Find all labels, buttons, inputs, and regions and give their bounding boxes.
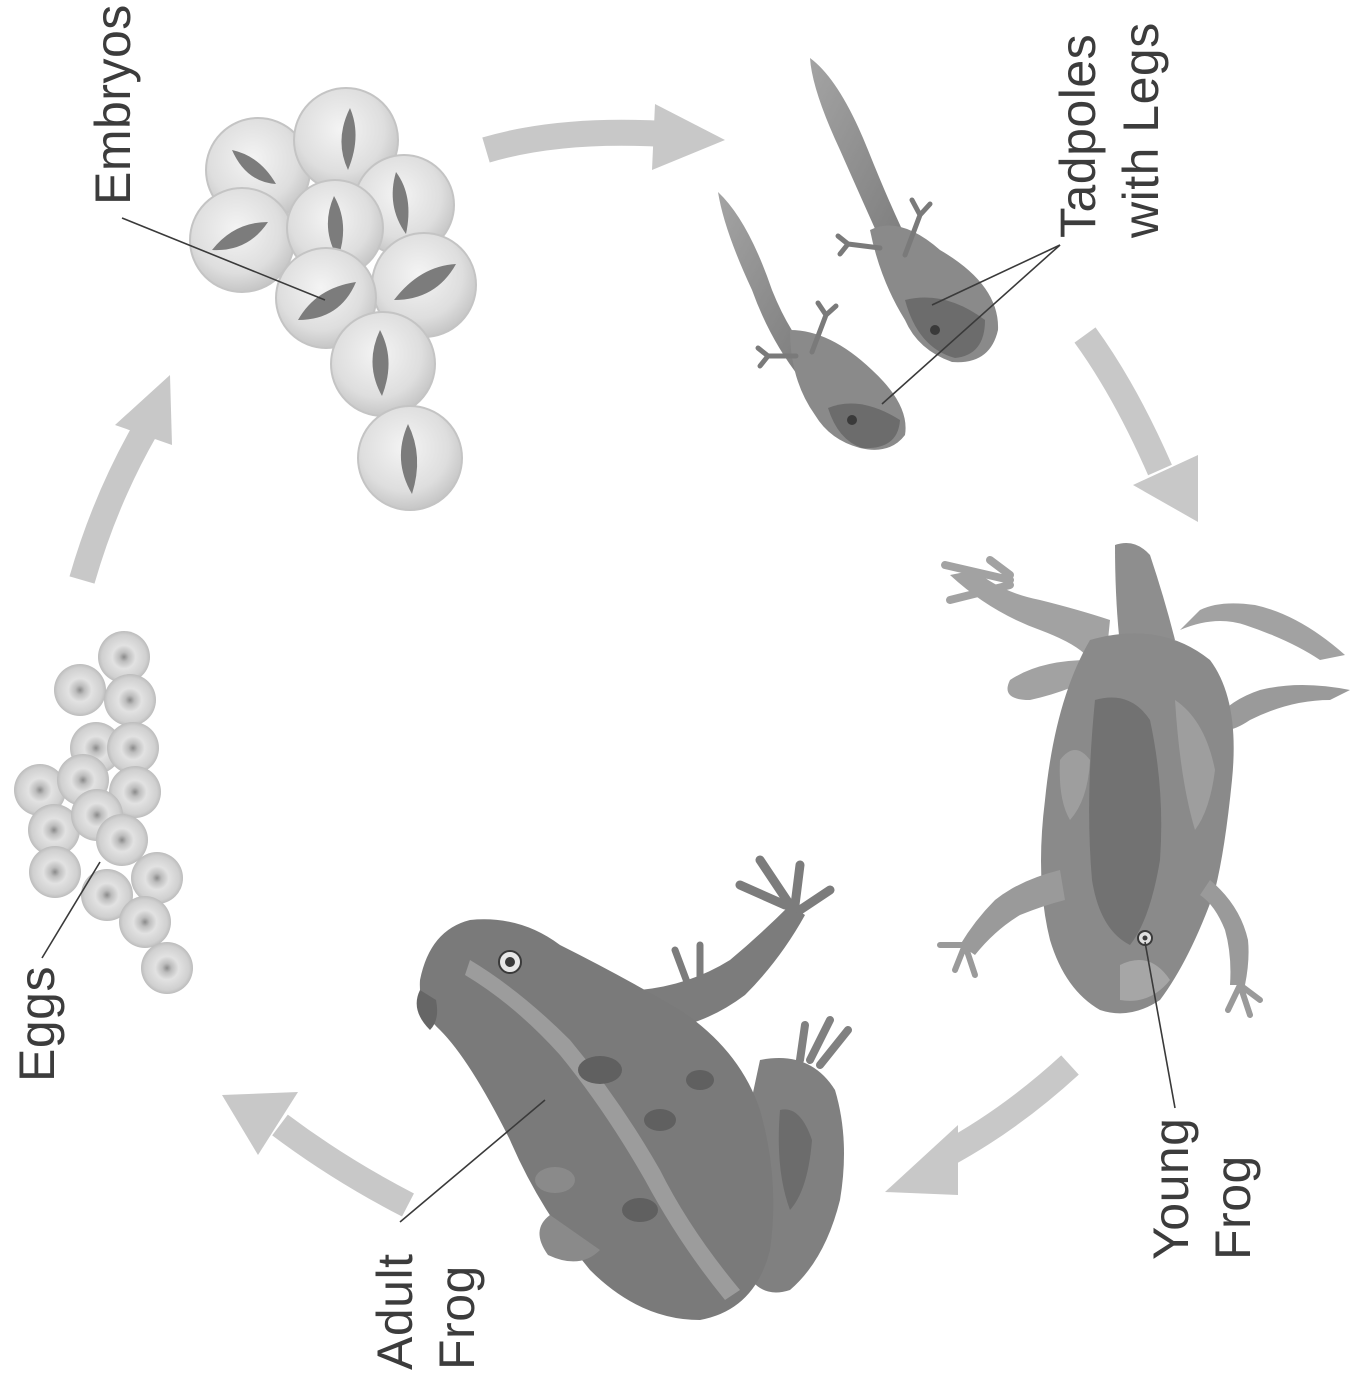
tadpoles-with-legs bbox=[718, 58, 998, 450]
embryo-egg bbox=[331, 312, 435, 416]
label-adult-frog-line1: Adult bbox=[367, 1254, 423, 1370]
arrow-adult-frog-to-eggs bbox=[222, 1092, 408, 1205]
label-adult-frog-line2: Frog bbox=[429, 1265, 485, 1370]
label-tadpoles-line1: Tadpoles bbox=[1050, 34, 1106, 238]
label-tadpoles-line2: with Legs bbox=[1113, 22, 1169, 239]
eggs-cluster bbox=[14, 631, 193, 994]
label-young-frog-line1: Young bbox=[1143, 1118, 1199, 1261]
adult-frog bbox=[417, 860, 848, 1320]
tadpole bbox=[810, 58, 998, 362]
embryo-egg bbox=[358, 406, 462, 510]
embryo-egg bbox=[190, 188, 294, 292]
label-young-frog-line2: Frog bbox=[1205, 1155, 1261, 1260]
arrow-tadpoles-to-young-frog bbox=[1085, 335, 1198, 522]
arrow-embryos-to-tadpoles bbox=[486, 104, 725, 170]
label-embryos: Embryos bbox=[85, 4, 141, 205]
embryos-cluster bbox=[190, 88, 476, 510]
arrow-eggs-to-embryos bbox=[82, 375, 172, 580]
arrow-young-frog-to-adult-frog bbox=[885, 1065, 1070, 1195]
label-eggs: Eggs bbox=[9, 966, 65, 1082]
